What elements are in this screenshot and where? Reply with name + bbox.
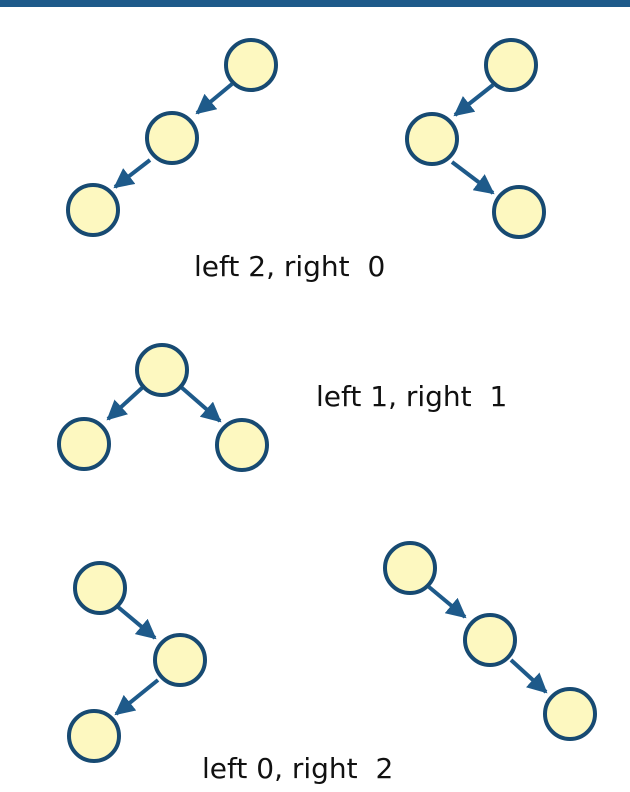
tree-node — [463, 613, 517, 667]
tree-node — [153, 633, 207, 687]
edge — [453, 83, 495, 117]
edge — [116, 605, 157, 640]
tree-node — [405, 112, 459, 166]
edge — [450, 160, 495, 195]
edge — [113, 158, 152, 189]
tree-node — [135, 343, 189, 397]
tree-node — [215, 418, 269, 472]
tree-left-left-chain — [66, 38, 278, 237]
caption-left2-right0: left 2, right 0 — [194, 250, 386, 283]
caption-left0-right2: left 0, right 2 — [202, 752, 394, 785]
tree-balanced — [57, 343, 269, 472]
edge — [195, 82, 234, 115]
tree-left-right-zigzag — [405, 38, 546, 239]
tree-node — [66, 183, 120, 237]
tree-node — [73, 561, 127, 615]
tree-node — [67, 709, 121, 763]
tree-right-left-zigzag — [67, 561, 207, 763]
tree-node — [145, 111, 199, 165]
tree-node — [224, 38, 278, 92]
tree-node — [543, 687, 597, 741]
tree-node — [484, 38, 538, 92]
edge — [179, 385, 222, 423]
tree-right-right-chain — [383, 541, 597, 741]
edge — [509, 658, 548, 694]
edge — [106, 385, 145, 421]
edge — [114, 678, 160, 716]
tree-node — [57, 417, 111, 471]
tree-node — [492, 185, 546, 239]
top-rule — [0, 0, 630, 7]
edge — [427, 585, 467, 619]
caption-left1-right1: left 1, right 1 — [316, 380, 508, 413]
tree-node — [383, 541, 437, 595]
